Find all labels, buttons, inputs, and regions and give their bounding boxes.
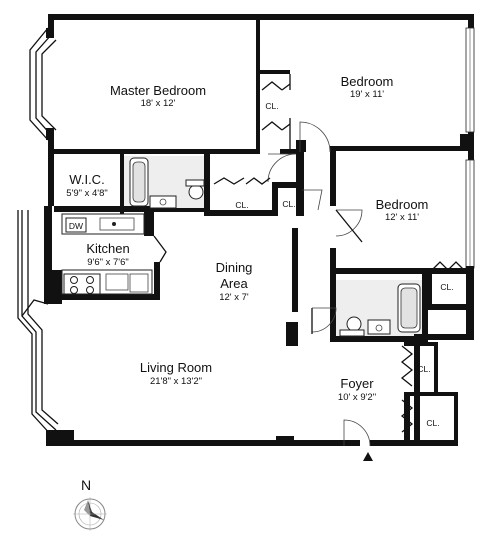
bay-window-north bbox=[29, 27, 57, 141]
compass-north-label: N bbox=[81, 477, 91, 493]
dining-name-line1: Dining bbox=[216, 260, 253, 275]
bedroom-1-dims: 19' x 11' bbox=[350, 89, 384, 100]
closet-label-corridor: CL. bbox=[282, 199, 295, 209]
closet-label-master-bath: CL. bbox=[235, 200, 248, 210]
foyer-name: Foyer bbox=[340, 376, 374, 391]
closet-label-foyer-1: CL. bbox=[417, 364, 430, 374]
kitchen-dims: 9'6" x 7'6" bbox=[87, 257, 129, 268]
dishwasher-label: DW bbox=[69, 221, 83, 231]
closet-label-bedroom-1: CL. bbox=[265, 101, 278, 111]
bay-window-west bbox=[17, 210, 74, 446]
master-bath-fixtures bbox=[129, 157, 205, 209]
bedroom-2-dims: 12' x 11' bbox=[385, 212, 419, 223]
dining-name-line2: Area bbox=[220, 276, 248, 291]
bedroom-1-name: Bedroom bbox=[341, 74, 394, 89]
dining-dims: 12' x 7' bbox=[219, 292, 249, 303]
master-bedroom-dims: 18' x 12' bbox=[141, 98, 176, 109]
wic-name: W.I.C. bbox=[69, 172, 104, 187]
master-bedroom-name: Master Bedroom bbox=[110, 83, 206, 98]
compass-icon bbox=[73, 497, 107, 531]
hall-bath-fixtures bbox=[339, 283, 421, 337]
wic-dims: 5'9" x 4'8" bbox=[66, 188, 108, 199]
interior-walls bbox=[44, 20, 474, 446]
kitchen-name: Kitchen bbox=[86, 241, 129, 256]
doors bbox=[21, 81, 465, 447]
living-room-name: Living Room bbox=[140, 360, 212, 375]
living-room-dims: 21'8" x 13'2" bbox=[150, 376, 202, 387]
kitchen-fixtures bbox=[61, 213, 153, 295]
closet-label-bedroom-2: CL. bbox=[440, 282, 453, 292]
closet-label-foyer-2: CL. bbox=[426, 418, 439, 428]
foyer-dims: 10' x 9'2" bbox=[338, 392, 376, 403]
entry-arrow-icon bbox=[363, 452, 373, 461]
bedroom-2-name: Bedroom bbox=[376, 197, 429, 212]
